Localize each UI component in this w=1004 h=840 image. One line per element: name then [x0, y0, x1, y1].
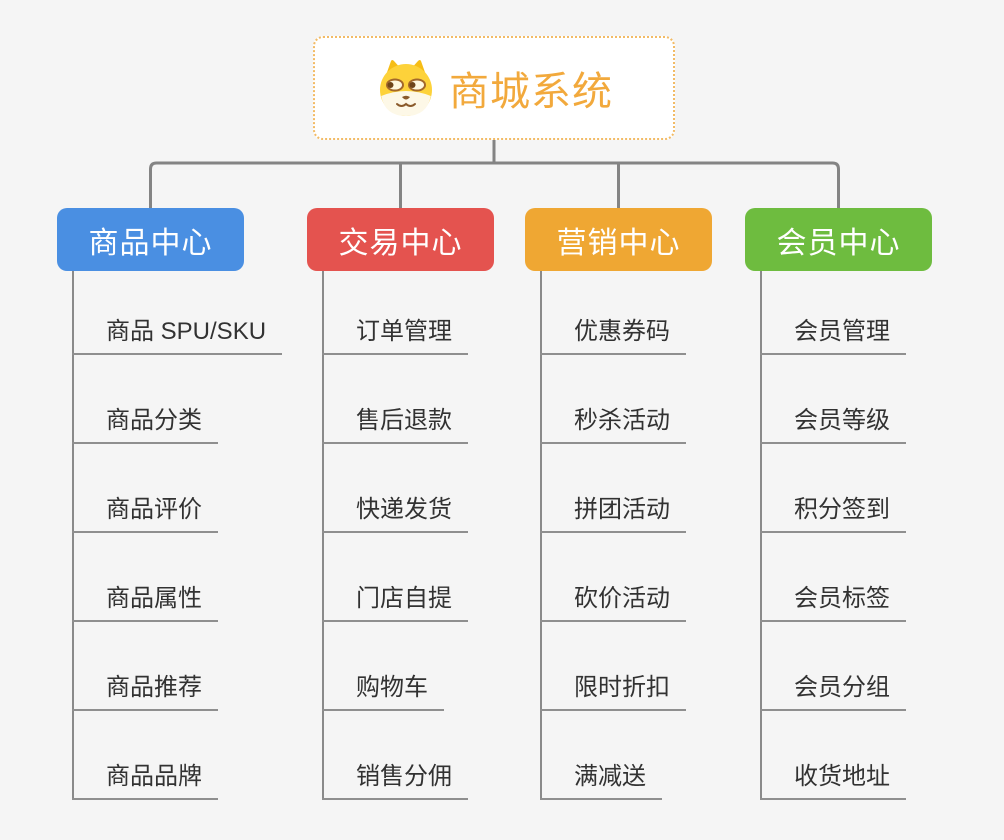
leaf-node-item[interactable]: 限时折扣: [540, 673, 686, 711]
branch-spine-line: [72, 271, 74, 800]
leaf-node-item[interactable]: 会员标签: [760, 584, 906, 622]
leaf-node-item[interactable]: 积分签到: [760, 495, 906, 533]
leaf-node-item[interactable]: 拼团活动: [540, 495, 686, 533]
leaf-node-item[interactable]: 商品推荐: [72, 673, 218, 711]
leaf-node-item[interactable]: 商品 SPU/SKU: [72, 317, 283, 355]
dog-face-icon: [380, 60, 432, 116]
leaf-node-item[interactable]: 订单管理: [322, 317, 468, 355]
leaf-node-item[interactable]: 砍价活动: [540, 584, 686, 622]
leaf-node-item[interactable]: 购物车: [322, 673, 444, 711]
root-node-label: 商城系统: [449, 70, 613, 114]
leaf-node-item[interactable]: 秒杀活动: [540, 406, 686, 444]
branch-header-2[interactable]: 交易中心: [307, 208, 494, 271]
leaf-node-item[interactable]: 优惠券码: [540, 317, 686, 355]
branch-header-4[interactable]: 会员中心: [745, 208, 932, 271]
leaf-node-item[interactable]: 快递发货: [322, 495, 468, 533]
branch-header-1[interactable]: 商品中心: [57, 208, 244, 271]
leaf-node-item[interactable]: 会员等级: [760, 406, 906, 444]
leaf-node-item[interactable]: 会员管理: [760, 317, 906, 355]
leaf-node-item[interactable]: 门店自提: [322, 584, 468, 622]
leaf-node-item[interactable]: 商品分类: [72, 406, 218, 444]
branch-spine-line: [760, 271, 762, 800]
branch-spine-line: [322, 271, 324, 800]
leaf-node-item[interactable]: 会员分组: [760, 673, 906, 711]
branch-header-3[interactable]: 营销中心: [525, 208, 712, 271]
leaf-node-item[interactable]: 满减送: [540, 762, 662, 800]
branch-spine-line: [540, 271, 542, 800]
leaf-node-item[interactable]: 售后退款: [322, 406, 468, 444]
leaf-node-item[interactable]: 商品评价: [72, 495, 218, 533]
leaf-node-item[interactable]: 销售分佣: [322, 762, 468, 800]
leaf-node-item[interactable]: 收货地址: [760, 762, 906, 800]
leaf-node-item[interactable]: 商品属性: [72, 584, 218, 622]
leaf-node-item[interactable]: 商品品牌: [72, 762, 218, 800]
root-node[interactable]: 商城系统: [313, 36, 675, 140]
